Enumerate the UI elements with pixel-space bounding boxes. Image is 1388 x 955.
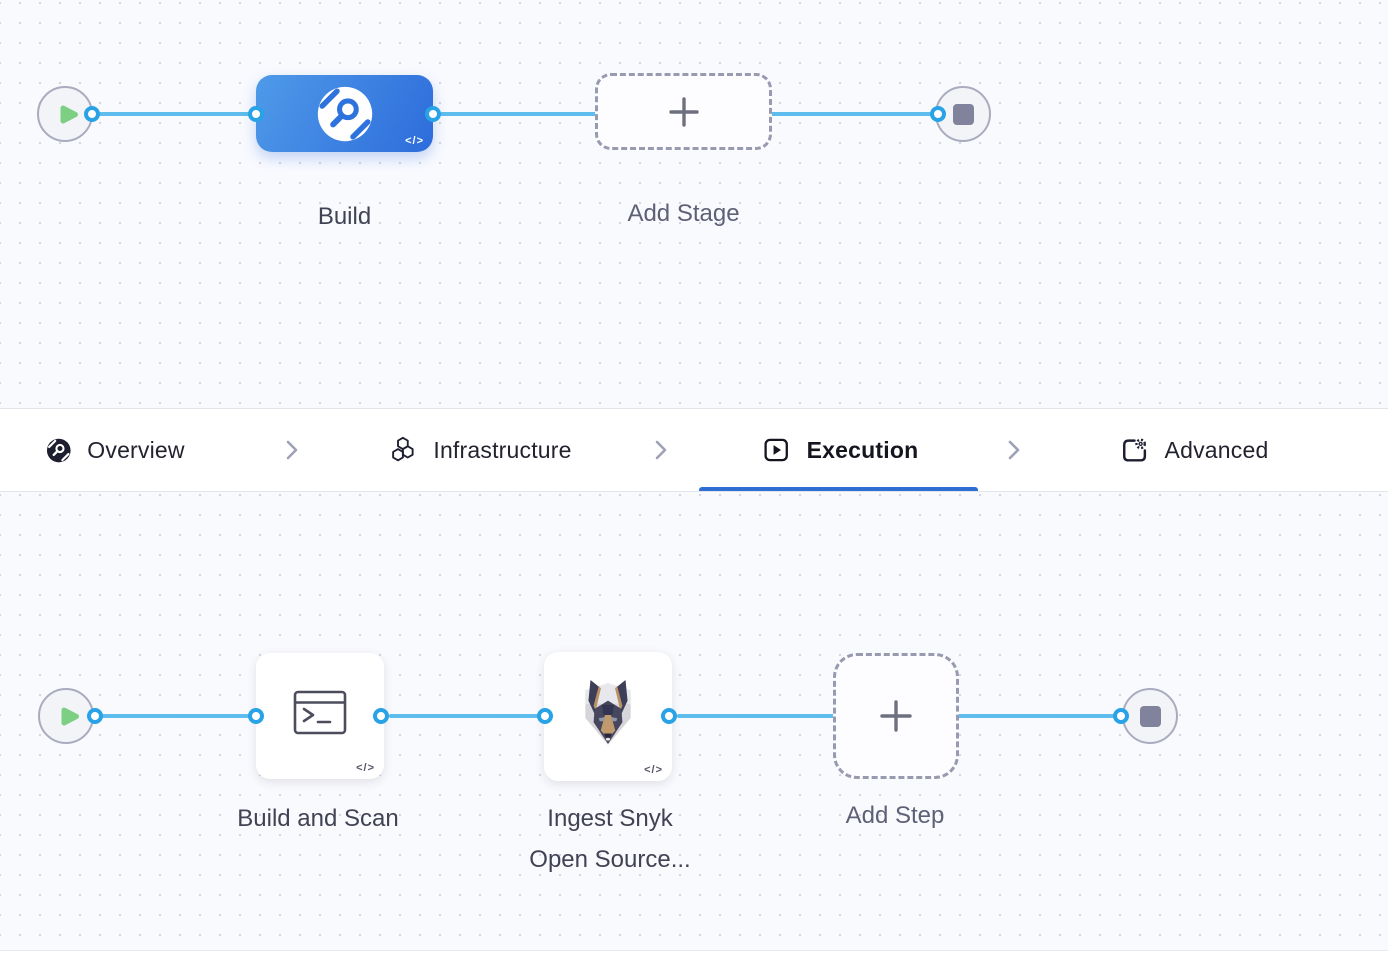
build-stage-label: Build	[317, 203, 372, 230]
edge-buildscan-to-snyk	[389, 714, 546, 718]
plus-icon	[880, 700, 912, 732]
stage-pipeline-canvas[interactable]: </> Build Add Stage	[0, 0, 1388, 409]
connector-build-out[interactable]	[425, 106, 441, 122]
edge-snyk-to-addstep	[677, 714, 835, 718]
tab-execution-label: Execution	[806, 436, 919, 463]
edge-addstage-to-end	[770, 112, 934, 116]
edge-build-to-addstage	[440, 112, 597, 116]
chevron-right-icon	[285, 438, 299, 462]
connector-snyk-in[interactable]	[537, 708, 553, 724]
execution-play-icon	[764, 438, 788, 462]
ci-overview-icon	[46, 438, 71, 462]
steps-end-node	[1122, 688, 1178, 744]
play-icon	[60, 105, 78, 123]
connector-snyk-out[interactable]	[661, 708, 677, 724]
tab-infrastructure[interactable]: Infrastructure	[388, 409, 571, 491]
tab-overview-label: Overview	[87, 436, 185, 463]
connector-build-in[interactable]	[248, 106, 264, 122]
add-step-label: Add Step	[845, 802, 945, 829]
hexagons-icon	[392, 436, 414, 462]
edge-start-to-build	[98, 112, 250, 116]
connector-start-out[interactable]	[84, 106, 100, 122]
stop-icon	[952, 103, 974, 125]
tab-advanced-label: Advanced	[1164, 436, 1269, 463]
active-tab-underline	[699, 487, 978, 491]
tab-overview[interactable]: Overview	[45, 409, 185, 491]
terminal-icon	[293, 690, 347, 735]
build-and-scan-step-node[interactable]: </>	[256, 653, 384, 779]
chevron-right-icon	[1007, 438, 1021, 462]
add-stage-button[interactable]	[595, 73, 772, 150]
tab-advanced[interactable]: Advanced	[1120, 409, 1269, 491]
pipeline-start-node	[37, 86, 93, 142]
connector-start-out[interactable]	[87, 708, 103, 724]
box-gear-icon	[1123, 438, 1147, 462]
snyk-step-label: Ingest Snyk Open Source...	[490, 798, 730, 880]
connector-end-in[interactable]	[930, 106, 946, 122]
connector-end-in[interactable]	[1113, 708, 1129, 724]
bottom-panel-edge	[0, 950, 1388, 955]
edge-addstep-to-end	[957, 714, 1115, 718]
snyk-step-label-line2: Open Source...	[529, 846, 691, 873]
code-view-badge: </>	[356, 762, 375, 774]
snyk-doberman-icon	[585, 679, 631, 745]
build-stage-node[interactable]: </>	[256, 75, 433, 152]
code-view-badge: </>	[644, 764, 663, 776]
tab-execution[interactable]: Execution	[762, 409, 919, 491]
plus-icon	[668, 96, 699, 127]
tab-infrastructure-label: Infrastructure	[433, 436, 572, 463]
add-stage-label: Add Stage	[627, 200, 740, 227]
edge-start-to-buildscan	[101, 714, 252, 718]
add-step-button[interactable]	[833, 653, 959, 779]
snyk-step-node[interactable]: </>	[544, 652, 672, 781]
steps-start-node	[38, 688, 94, 744]
code-view-badge: </>	[405, 135, 424, 147]
play-icon	[61, 707, 79, 725]
ci-build-icon	[317, 86, 372, 141]
execution-steps-canvas[interactable]: </> </> Build and Sc	[0, 492, 1388, 950]
chevron-right-icon	[654, 438, 668, 462]
connector-buildscan-out[interactable]	[373, 708, 389, 724]
snyk-step-label-line1: Ingest Snyk	[547, 805, 673, 832]
build-and-scan-label: Build and Scan	[237, 805, 399, 832]
connector-buildscan-in[interactable]	[248, 708, 264, 724]
stop-icon	[1139, 705, 1161, 727]
stage-detail-tabbar: Overview Infrastructure Execution Advanc…	[0, 409, 1388, 492]
